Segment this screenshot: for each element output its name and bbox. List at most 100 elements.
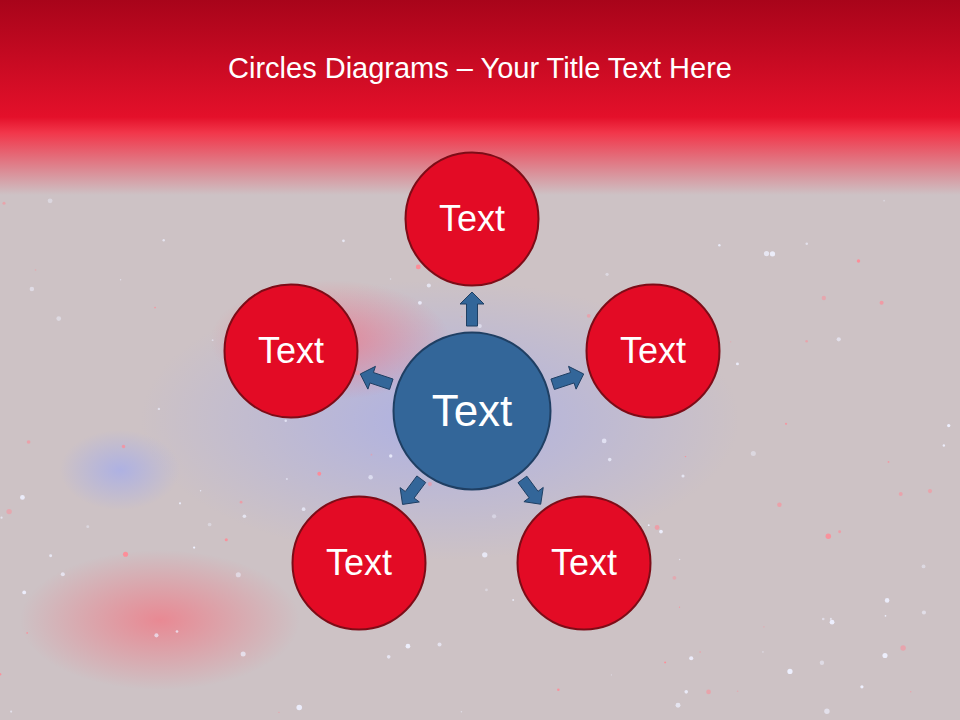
sparkle <box>485 589 488 592</box>
sparkle <box>699 651 700 652</box>
sparkle <box>241 651 246 656</box>
sparkle <box>48 198 53 203</box>
sparkle <box>602 439 607 444</box>
sparkle <box>10 711 12 713</box>
sparkle <box>302 507 306 511</box>
sparkle <box>928 489 932 493</box>
item-circle: Text <box>404 151 540 287</box>
sparkle <box>35 269 37 271</box>
sparkle <box>608 458 612 462</box>
sparkle <box>655 525 660 530</box>
sparkle <box>0 673 1 675</box>
sparkle <box>838 530 841 533</box>
sparkle <box>860 685 863 688</box>
sparkle <box>689 656 693 660</box>
sparkle <box>885 598 890 603</box>
sparkle <box>416 264 421 269</box>
sparkle <box>882 653 887 658</box>
sparkle <box>737 690 739 692</box>
sparkle <box>763 626 764 627</box>
sparkle <box>679 607 680 608</box>
sparkle <box>736 362 739 365</box>
sparkle <box>880 301 884 305</box>
circle-label: Text <box>620 330 686 372</box>
circle-label: Text <box>258 330 324 372</box>
sparkle <box>764 251 769 256</box>
sparkle <box>751 451 756 456</box>
item-circle: Text <box>291 495 427 631</box>
sparkle <box>681 474 684 477</box>
sparkle <box>888 461 890 463</box>
sparkle <box>26 632 28 634</box>
sparkle <box>922 610 926 614</box>
sparkle <box>461 316 462 317</box>
sparkle <box>676 703 681 708</box>
sparkle <box>56 316 61 321</box>
sparkle <box>123 552 128 557</box>
sparkle <box>822 618 825 621</box>
circle-label: Text <box>432 386 513 436</box>
sparkle <box>427 283 431 287</box>
circle-label: Text <box>326 542 392 584</box>
sparkle <box>672 576 676 580</box>
sparkle <box>438 642 442 646</box>
sparkle <box>706 690 711 695</box>
sparkle <box>6 509 11 514</box>
sparkle <box>342 239 345 242</box>
circle-shape <box>587 285 720 418</box>
sparkle <box>418 301 422 305</box>
sparkle <box>2 202 5 205</box>
sparkle <box>762 651 764 653</box>
sparkle <box>482 552 487 557</box>
sparkle <box>208 523 212 527</box>
sparkle <box>20 495 25 500</box>
sparkle <box>900 645 905 650</box>
circle-shape <box>225 285 358 418</box>
sparkle <box>154 633 158 637</box>
circle-shape <box>518 497 651 630</box>
sparkle <box>512 599 514 601</box>
sparkle <box>805 340 808 343</box>
item-circle: Text <box>223 283 359 419</box>
sparkle <box>368 475 373 480</box>
sparkle <box>664 661 666 663</box>
glow <box>60 430 180 510</box>
sparkle <box>943 444 945 446</box>
sparkle <box>387 655 391 659</box>
sparkle <box>557 689 560 692</box>
item-circle: Text <box>516 495 652 631</box>
sparkle <box>428 482 432 486</box>
sparkle <box>30 287 35 292</box>
sparkle <box>820 661 824 665</box>
sparkle <box>27 440 31 444</box>
sparkle <box>684 690 688 694</box>
slide-title: Circles Diagrams – Your Title Text Here <box>0 52 960 85</box>
sparkle <box>830 620 835 625</box>
sparkle <box>278 712 279 713</box>
glow <box>140 280 740 560</box>
sparkle <box>0 517 2 519</box>
sparkle <box>648 524 650 526</box>
sparkle <box>685 456 686 457</box>
sparkle <box>22 590 26 594</box>
sparkle <box>785 423 787 425</box>
sparkle <box>826 533 831 538</box>
sparkle <box>286 478 288 480</box>
sparkle <box>822 296 826 300</box>
sparkle <box>659 530 663 534</box>
sparkle <box>787 669 792 674</box>
sparkle <box>605 273 608 276</box>
sparkle <box>355 370 360 375</box>
sparkle <box>857 259 860 262</box>
circle-shape <box>406 153 539 286</box>
sparkle <box>212 339 214 341</box>
sparkle <box>179 502 181 504</box>
sparkle <box>824 709 829 714</box>
sparkle <box>406 644 411 649</box>
sparkle <box>947 424 950 427</box>
circle-shape <box>394 333 551 490</box>
sparkle <box>49 554 52 557</box>
sparkle <box>478 324 482 328</box>
sparkle <box>770 251 775 256</box>
